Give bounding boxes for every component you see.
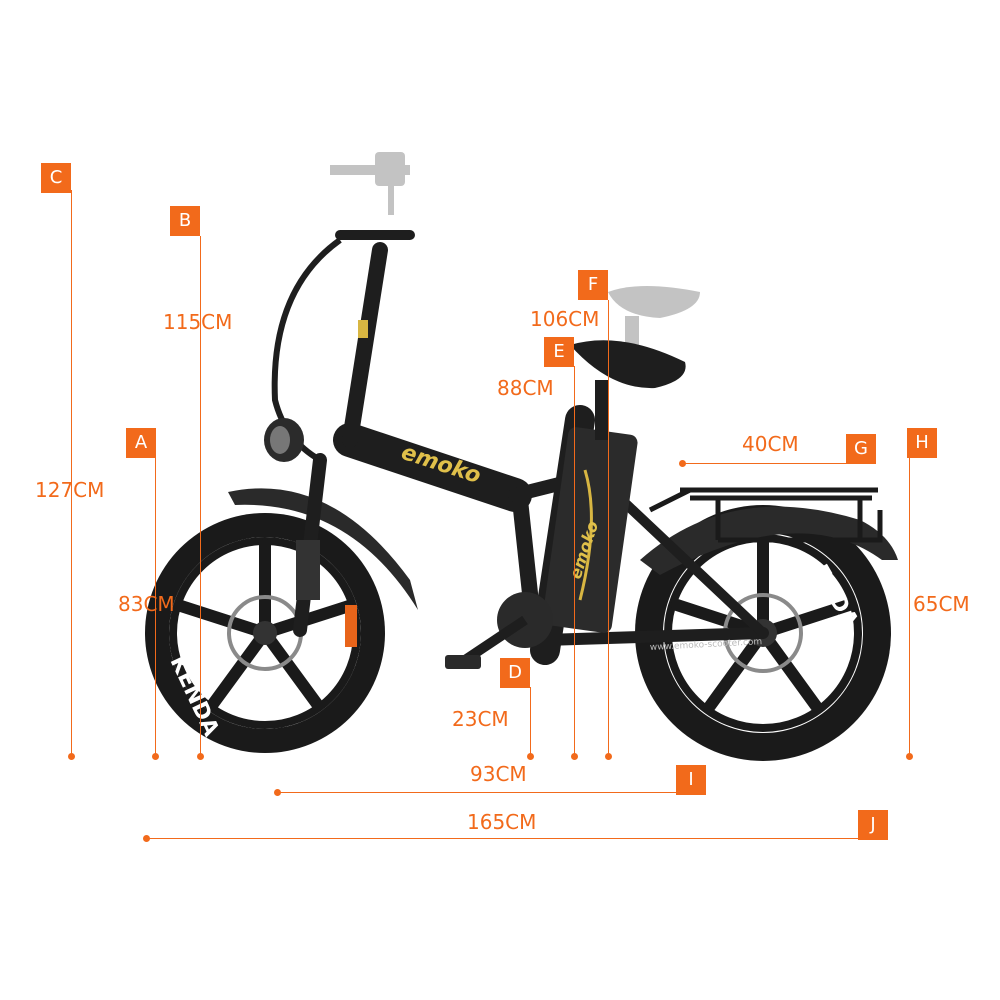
dimension-endpoint-i	[274, 789, 281, 796]
dimension-value-b: 115CM	[163, 310, 233, 334]
dimension-value-a: 83CM	[118, 592, 175, 616]
dimension-value-j: 165CM	[467, 810, 537, 834]
dimension-line-j	[147, 838, 888, 839]
dimension-endpoint-j	[143, 835, 150, 842]
dimension-badge-a: A	[126, 428, 156, 458]
dimension-badge-b: B	[170, 206, 200, 236]
seat	[570, 340, 686, 389]
dimension-line-h	[909, 458, 910, 755]
dimension-value-f: 106CM	[530, 307, 600, 331]
dimension-badge-i: I	[676, 765, 706, 795]
raised-handlebar-ghost	[330, 152, 410, 215]
dimension-badge-c: C	[41, 163, 71, 193]
dimension-endpoint-e	[571, 753, 578, 760]
dimension-value-h: 65CM	[913, 592, 970, 616]
dimension-badge-f: F	[578, 270, 608, 300]
dimension-badge-j: J	[858, 810, 888, 840]
dimension-endpoint-a	[152, 753, 159, 760]
dimension-endpoint-d	[527, 753, 534, 760]
dimension-line-b	[200, 236, 201, 755]
dimension-line-e	[574, 366, 575, 755]
dimension-value-d: 23CM	[452, 707, 509, 731]
dimension-endpoint-c	[68, 753, 75, 760]
front-fender	[228, 488, 418, 610]
dimension-value-e: 88CM	[497, 376, 554, 400]
front-wheel: KENDA	[145, 513, 385, 753]
dimension-badge-e: E	[544, 337, 574, 367]
dimension-value-c: 127CM	[35, 478, 105, 502]
dimension-badge-h: H	[907, 428, 937, 458]
dimension-badge-g: G	[846, 434, 876, 464]
stem	[335, 230, 415, 448]
dimension-line-f	[608, 300, 609, 755]
dimension-endpoint-g	[679, 460, 686, 467]
dimension-line-d	[530, 687, 531, 755]
dimension-value-g: 40CM	[742, 432, 799, 456]
rear-rack	[648, 487, 883, 543]
dimension-endpoint-f	[605, 753, 612, 760]
dimension-endpoint-b	[197, 753, 204, 760]
dimension-badge-d: D	[500, 658, 530, 688]
seat-post	[595, 380, 609, 440]
dimension-line-i	[278, 792, 706, 793]
rear-fender	[640, 506, 898, 575]
dimension-line-g	[682, 463, 874, 464]
dimension-line-a	[155, 456, 156, 755]
pedal	[445, 655, 481, 669]
dimension-value-i: 93CM	[470, 762, 527, 786]
dimension-line-c	[71, 190, 72, 755]
dimension-endpoint-h	[906, 753, 913, 760]
